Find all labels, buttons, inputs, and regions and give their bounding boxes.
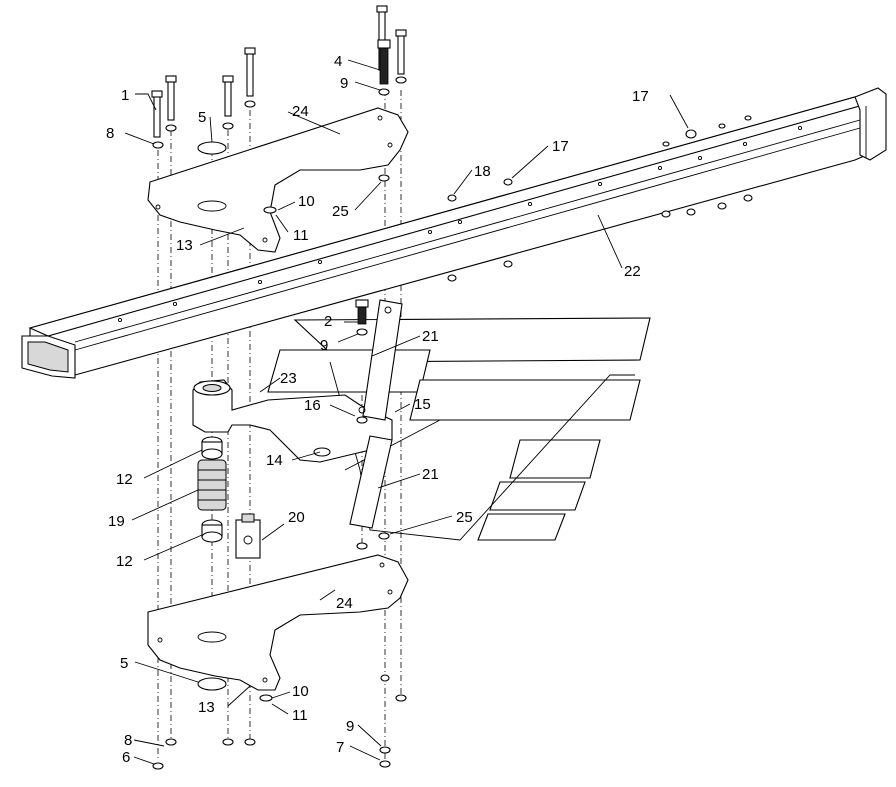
connecting-links: [349, 299, 403, 529]
callout-9: 9: [346, 718, 354, 735]
callout-labels: 1 8 5 24 4 9 17 17 18 25 10 11 13 22 2 9…: [106, 53, 649, 766]
callout-4: 4: [334, 53, 342, 70]
callout-12: 12: [116, 471, 133, 488]
washers-and-nuts: [152, 76, 753, 770]
callout-13: 13: [198, 699, 215, 716]
callout-20: 20: [288, 509, 305, 526]
callout-9: 9: [340, 75, 348, 92]
lower-mounting-plate: [147, 554, 409, 691]
leader-lines: [124, 59, 689, 765]
callout-6: 6: [122, 749, 130, 766]
callout-10: 10: [298, 193, 315, 210]
callout-21: 21: [422, 328, 439, 345]
callout-9: 9: [320, 337, 328, 354]
callout-24: 24: [292, 103, 309, 120]
main-beam: [21, 87, 887, 379]
callout-11: 11: [292, 707, 308, 724]
callout-23: 23: [280, 370, 297, 387]
callout-18: 18: [474, 163, 491, 180]
callout-13: 13: [176, 237, 193, 254]
bolts: [151, 5, 407, 325]
callout-22: 22: [624, 263, 641, 280]
spring-assembly: [197, 436, 227, 543]
callout-2: 2: [324, 313, 332, 330]
callout-19: 19: [108, 513, 125, 530]
callout-25: 25: [456, 509, 473, 526]
callout-5: 5: [120, 655, 128, 672]
callout-25: 25: [332, 203, 349, 220]
callout-21: 21: [422, 466, 439, 483]
callout-8: 8: [106, 125, 114, 142]
callout-17: 17: [632, 88, 649, 105]
callout-12: 12: [116, 553, 133, 570]
clamp-block: [235, 513, 261, 559]
upper-mounting-plate: [147, 107, 409, 253]
callout-17: 17: [552, 138, 569, 155]
callout-11: 11: [293, 227, 309, 244]
callout-5: 5: [198, 109, 206, 126]
callout-7: 7: [336, 739, 344, 756]
callout-10: 10: [292, 683, 309, 700]
callout-8: 8: [124, 732, 132, 749]
callout-15: 15: [414, 396, 431, 413]
callout-1: 1: [121, 87, 129, 104]
callout-24: 24: [336, 595, 353, 612]
callout-16: 16: [304, 397, 321, 414]
callout-14: 14: [266, 452, 283, 469]
